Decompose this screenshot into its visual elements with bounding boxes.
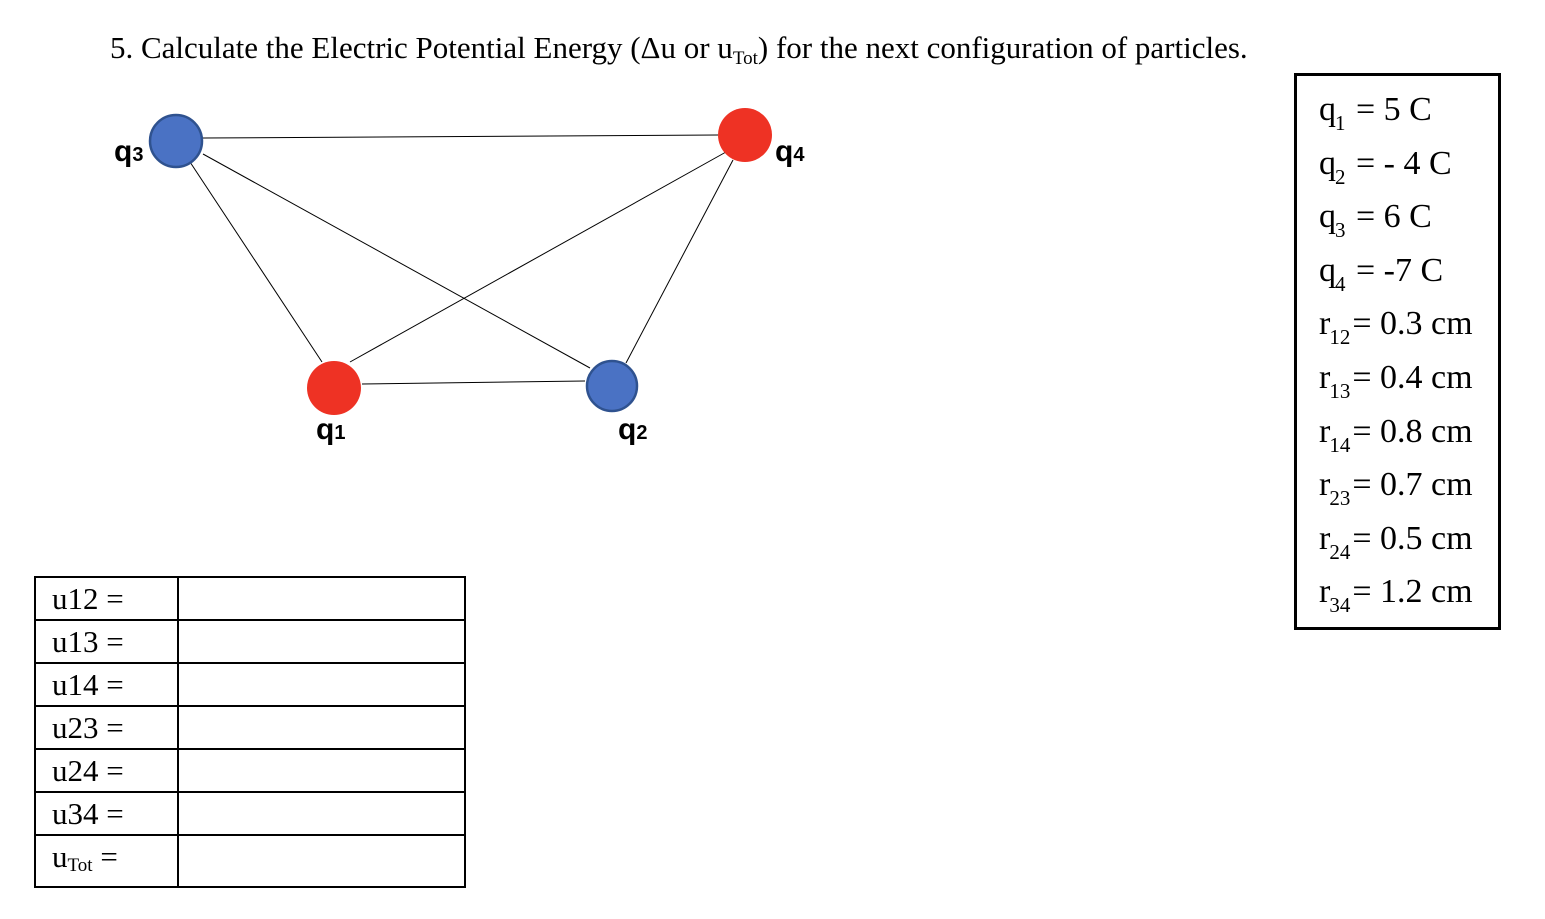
given-subscript: 1 xyxy=(1335,111,1346,135)
answer-cell[interactable] xyxy=(177,748,466,793)
given-row: q2 = - 4 C xyxy=(1319,144,1498,198)
given-row: r24= 0.5 cm xyxy=(1319,519,1498,573)
given-row: q3 = 6 C xyxy=(1319,197,1498,251)
answer-row: uTot = xyxy=(34,834,466,888)
line-q4-q2 xyxy=(625,159,734,364)
given-subscript: 4 xyxy=(1335,271,1346,296)
problem-title: 5. Calculate the Electric Potential Ener… xyxy=(110,30,1248,70)
given-variable: q xyxy=(1319,144,1336,182)
given-subscript: 2 xyxy=(1335,164,1346,189)
given-row: q4 = -7 C xyxy=(1319,251,1498,305)
answer-label-text: u xyxy=(52,839,68,874)
given-subscript: 13 xyxy=(1329,378,1351,403)
given-variable: q xyxy=(1319,91,1336,128)
label-q2: q2 xyxy=(618,413,647,446)
given-variable: r xyxy=(1319,358,1331,396)
given-variable: r xyxy=(1319,412,1331,450)
particle-q1 xyxy=(307,361,361,415)
answer-row: u14 = xyxy=(34,662,466,707)
answer-label-text: u12 = xyxy=(52,581,124,616)
given-value: = 5 C xyxy=(1347,91,1432,128)
title-end: ) for the next configuration of particle… xyxy=(757,30,1248,65)
answer-label-text: u34 = xyxy=(52,796,124,831)
particle-q4 xyxy=(718,108,772,162)
given-value: = 0.7 cm xyxy=(1352,466,1473,504)
particle-q2 xyxy=(585,359,639,413)
given-value: = -7 C xyxy=(1347,251,1444,289)
given-row: r13= 0.4 cm xyxy=(1319,358,1498,412)
given-value: = 6 C xyxy=(1347,198,1432,236)
given-value: = 0.8 cm xyxy=(1352,412,1473,450)
answer-table: u12 =u13 =u14 =u23 =u24 =u34 =uTot = xyxy=(34,576,466,888)
given-variable: r xyxy=(1319,519,1331,557)
given-subscript: 14 xyxy=(1329,432,1351,457)
given-variable: r xyxy=(1319,466,1331,504)
answer-label: u14 = xyxy=(34,662,179,707)
given-value: = 0.4 cm xyxy=(1352,358,1473,396)
given-variable: q xyxy=(1319,198,1336,236)
label-q4: q4 xyxy=(775,135,805,168)
answer-cell[interactable] xyxy=(177,619,466,664)
given-row: r23= 0.7 cm xyxy=(1319,465,1498,519)
title-subscript: Tot xyxy=(732,48,758,69)
answer-label: u12 = xyxy=(34,576,179,621)
label-q1: q1 xyxy=(316,413,345,446)
answer-label: u23 = xyxy=(34,705,179,750)
line-q3-q1 xyxy=(189,161,323,363)
answer-row: u13 = xyxy=(34,619,466,664)
answer-cell[interactable] xyxy=(177,662,466,707)
particle-q3 xyxy=(148,113,204,169)
given-value: = 0.5 cm xyxy=(1352,519,1473,557)
answer-label: u24 = xyxy=(34,748,179,793)
answer-label: u34 = xyxy=(34,791,179,836)
given-variable: r xyxy=(1319,573,1331,611)
label-q3: q3 xyxy=(114,135,143,168)
answer-label-text: u23 = xyxy=(52,710,124,745)
given-subscript: 12 xyxy=(1329,325,1351,350)
given-value: = 0.3 cm xyxy=(1352,305,1473,343)
answer-label-subscript: Tot xyxy=(67,855,93,876)
answer-label-text: u24 = xyxy=(52,753,124,788)
line-q4-q1 xyxy=(349,151,727,363)
given-subscript: 23 xyxy=(1329,486,1351,511)
given-value: = 1.2 cm xyxy=(1352,573,1473,611)
given-row: r34= 1.2 cm xyxy=(1319,572,1498,626)
given-variable: q xyxy=(1319,251,1336,289)
answer-cell[interactable] xyxy=(177,705,466,750)
answer-label-text: u13 = xyxy=(52,624,124,659)
line-q1-q2 xyxy=(361,380,586,385)
answer-row: u23 = xyxy=(34,705,466,750)
answer-row: u12 = xyxy=(34,576,466,621)
answer-row: u24 = xyxy=(34,748,466,793)
answer-cell[interactable] xyxy=(177,576,466,621)
given-variable: r xyxy=(1319,305,1331,343)
given-row: q1 = 5 C xyxy=(1319,90,1498,144)
answer-cell[interactable] xyxy=(177,791,466,836)
given-subscript: 3 xyxy=(1335,218,1346,243)
given-value: = - 4 C xyxy=(1347,144,1452,182)
connection-lines xyxy=(189,134,734,385)
answer-cell[interactable] xyxy=(177,834,466,888)
answer-label-end: = xyxy=(92,839,118,874)
line-q3-q2 xyxy=(202,153,591,369)
answer-label-text: u14 = xyxy=(52,667,124,702)
given-row: r12= 0.3 cm xyxy=(1319,304,1498,358)
answer-label: uTot = xyxy=(34,834,179,888)
title-main: 5. Calculate the Electric Potential Ener… xyxy=(110,30,733,65)
given-subscript: 24 xyxy=(1329,539,1351,564)
line-q3-q4 xyxy=(202,134,719,139)
given-row: r14= 0.8 cm xyxy=(1319,412,1498,466)
answer-label: u13 = xyxy=(34,619,179,664)
answer-row: u34 = xyxy=(34,791,466,836)
given-subscript: 34 xyxy=(1329,593,1351,618)
